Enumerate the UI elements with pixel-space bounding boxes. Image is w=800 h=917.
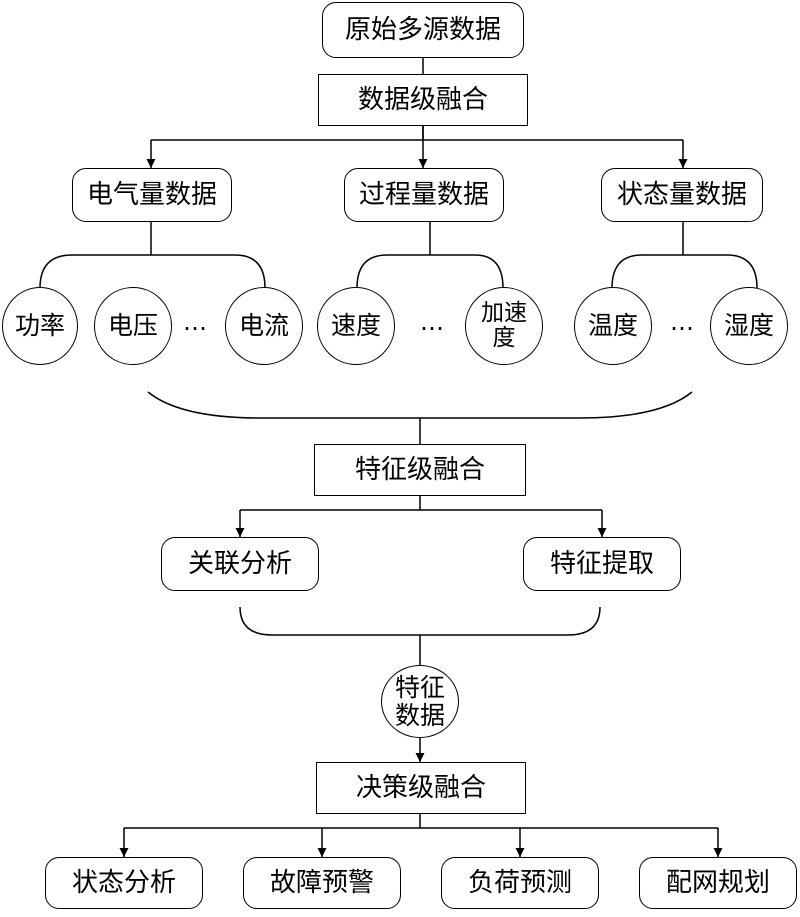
node-item-power: 功率 (2, 287, 78, 365)
bracket-process (356, 254, 504, 289)
node-category-process: 过程量数据 (344, 168, 504, 222)
node-data-level-fusion: 数据级融合 (318, 74, 528, 126)
node-feature-extraction: 特征提取 (523, 537, 681, 591)
node-app-load-forecast: 负荷预测 (441, 857, 599, 909)
bracket-state (611, 254, 758, 289)
node-item-acceleration: 加速 度 (465, 287, 543, 365)
node-correlation-analysis: 关联分析 (161, 537, 319, 591)
node-app-network-planning: 配网规划 (639, 857, 797, 909)
node-decision-level-fusion: 决策级融合 (316, 762, 526, 814)
node-item-voltage: 电压 (94, 287, 172, 365)
node-raw-multisource-data: 原始多源数据 (322, 2, 524, 58)
ellipsis-electrical: … (183, 308, 209, 336)
node-feature-data: 特征 数据 (381, 665, 459, 738)
node-item-humidity: 湿度 (710, 287, 788, 365)
bracket-methods (239, 606, 601, 636)
node-app-fault-warning: 故障预警 (243, 857, 401, 909)
node-app-state-analysis: 状态分析 (45, 857, 203, 909)
node-item-speed: 速度 (317, 287, 395, 365)
bracket-electrical (39, 254, 266, 289)
ellipsis-process: … (420, 308, 446, 336)
node-item-current: 电流 (225, 287, 303, 365)
node-item-temperature: 温度 (574, 287, 652, 365)
node-feature-level-fusion: 特征级融合 (314, 444, 526, 496)
ellipsis-state: … (670, 308, 696, 336)
node-category-electrical: 电气量数据 (72, 168, 232, 222)
bracket-all-items (147, 391, 693, 419)
node-category-state: 状态量数据 (601, 168, 763, 222)
